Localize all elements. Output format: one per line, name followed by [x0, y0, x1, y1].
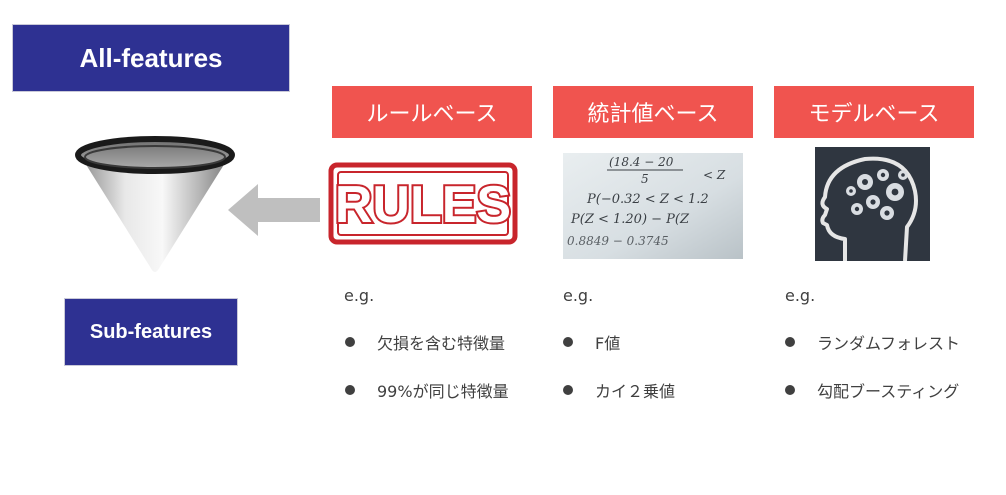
list-item: ランダムフォレスト	[785, 331, 960, 353]
list-item-text: 99%が同じ特徴量	[377, 382, 509, 401]
statistics-based-examples: e.g. F値 カイ２乗値	[563, 285, 675, 427]
all-features-box: All-features	[12, 24, 290, 92]
list-item-text: ランダムフォレスト	[817, 334, 961, 353]
formula-line-1: P(−0.32 < Z < 1.2	[586, 192, 709, 207]
rules-stamp-image: RULES	[328, 162, 518, 245]
formula-denominator: 5	[641, 172, 649, 186]
statistics-based-header: 統計値ベース	[553, 86, 753, 138]
eg-label: e.g.	[563, 286, 594, 305]
formula-line-3: 0.8849 − 0.3745	[567, 234, 669, 248]
rule-based-header: ルールベース	[332, 86, 532, 138]
eg-label: e.g.	[344, 286, 375, 305]
formula-tail: < Z	[703, 168, 726, 182]
bullet-icon	[563, 385, 573, 395]
all-features-label: All-features	[79, 42, 223, 73]
model-based-header: モデルベース	[774, 86, 974, 138]
list-item: F値	[563, 331, 675, 353]
bullet-icon	[345, 385, 355, 395]
math-formula-image: (18.4 − 20 5 < Z P(−0.32 < Z < 1.2 P(Z <…	[563, 153, 743, 259]
sub-features-label: Sub-features	[89, 320, 213, 343]
bullet-icon	[345, 337, 355, 347]
rule-based-label: ルールベース	[366, 102, 498, 127]
model-based-examples: e.g. ランダムフォレスト 勾配ブースティング	[785, 285, 960, 427]
eg-label: e.g.	[785, 286, 816, 305]
funnel-icon	[75, 136, 235, 272]
left-arrow-icon	[228, 184, 320, 236]
bullet-icon	[563, 337, 573, 347]
model-based-label: モデルベース	[808, 102, 940, 127]
list-item-text: F値	[595, 334, 621, 353]
list-item: 欠損を含む特徴量	[344, 331, 509, 353]
list-item-text: 勾配ブースティング	[817, 382, 960, 401]
bullet-icon	[785, 385, 795, 395]
head-gears-image	[815, 147, 930, 261]
list-item: 勾配ブースティング	[785, 379, 960, 401]
list-item-text: カイ２乗値	[595, 382, 676, 401]
list-item: 99%が同じ特徴量	[344, 379, 509, 401]
rules-stamp-text: RULES	[335, 176, 511, 234]
formula-top: (18.4 − 20	[609, 155, 674, 169]
formula-line-2: P(Z < 1.20) − P(Z	[570, 212, 690, 227]
statistics-based-label: 統計値ベース	[587, 102, 719, 127]
bullet-icon	[785, 337, 795, 347]
rule-based-examples: e.g. 欠損を含む特徴量 99%が同じ特徴量	[344, 285, 509, 427]
list-item-text: 欠損を含む特徴量	[377, 334, 506, 353]
sub-features-box: Sub-features	[64, 298, 238, 366]
list-item: カイ２乗値	[563, 379, 675, 401]
